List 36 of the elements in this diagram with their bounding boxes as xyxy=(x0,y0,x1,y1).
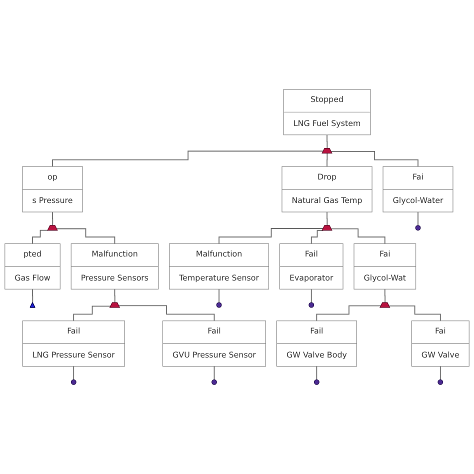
connector xyxy=(56,228,116,244)
connector xyxy=(388,306,441,322)
node-circle xyxy=(438,379,444,385)
node-circle xyxy=(211,379,217,385)
connector xyxy=(310,288,312,304)
node-circle xyxy=(308,302,314,308)
connector xyxy=(316,366,318,380)
connector xyxy=(310,230,324,244)
connector xyxy=(218,288,220,304)
connector xyxy=(52,150,324,168)
connector xyxy=(32,288,34,304)
connector xyxy=(73,306,112,322)
connector xyxy=(384,288,386,304)
connector xyxy=(218,228,324,244)
node-arch xyxy=(380,302,390,308)
connector xyxy=(32,230,49,244)
connector xyxy=(214,366,215,380)
node-circle xyxy=(216,302,222,308)
connector xyxy=(330,150,418,168)
connector xyxy=(326,212,328,226)
node-arch xyxy=(109,302,120,308)
connector xyxy=(440,366,441,380)
node-circle xyxy=(415,225,421,231)
node-arch xyxy=(47,225,58,231)
node-circle xyxy=(70,379,76,385)
connector xyxy=(52,212,54,226)
node-circle xyxy=(314,379,320,385)
connector xyxy=(330,228,386,244)
connector xyxy=(316,305,382,322)
node-arch xyxy=(322,148,332,154)
node-arch xyxy=(322,225,332,231)
connector xyxy=(326,153,328,168)
connector xyxy=(73,366,74,380)
connector xyxy=(326,134,328,150)
connector xyxy=(118,305,215,322)
connector xyxy=(114,288,116,304)
